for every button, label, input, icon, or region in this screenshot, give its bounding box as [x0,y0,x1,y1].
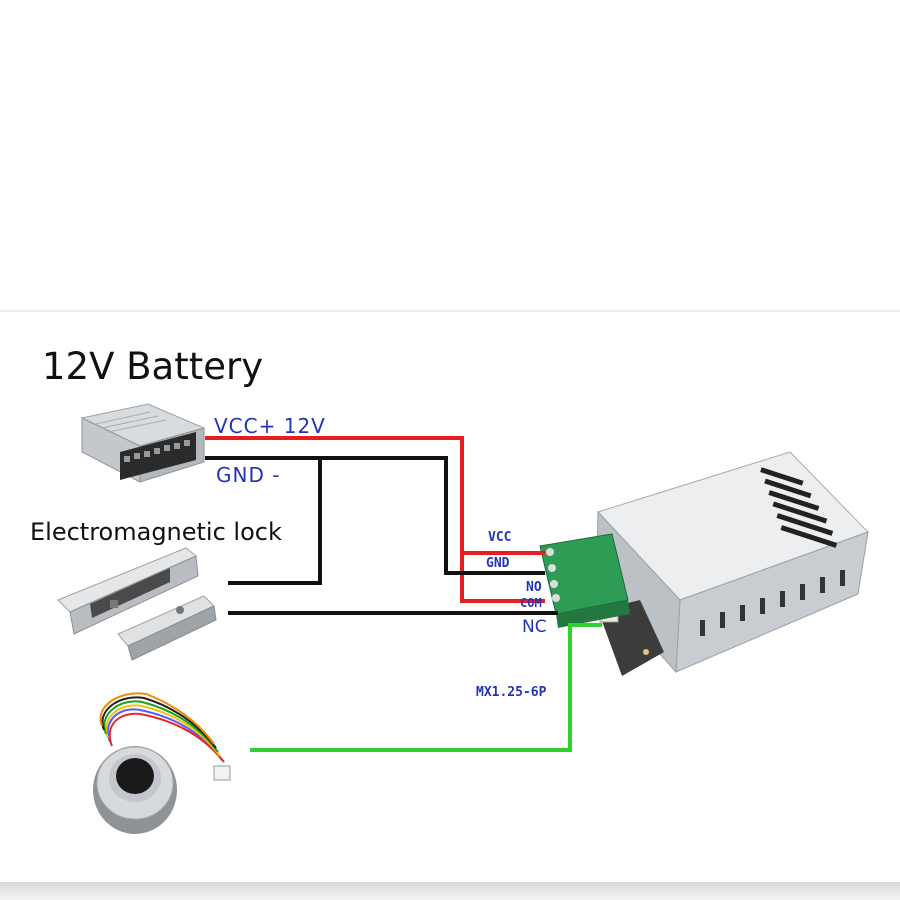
wire-signal [250,623,602,752]
wire-gnd-lock [228,458,322,585]
wire-vcc-to-no [460,553,545,603]
bottom-shadow-bar [0,882,900,900]
divider [0,310,900,312]
terminal-block [539,533,630,628]
connector-label: MX1.25-6P [476,685,547,700]
pin-nc-label: NC [522,617,547,637]
gnd-label: GND - [216,463,281,487]
pin-vcc-label: VCC [488,530,512,545]
page-title: 12V Battery [42,345,264,388]
fingerprint-sensor [93,692,231,834]
electromagnetic-lock [57,547,199,635]
controller-module [595,451,869,676]
pin-gnd-label: GND [486,556,510,571]
wire-vcc [205,436,545,555]
vcc-12v-label: VCC+ 12V [214,414,326,438]
pin-com-label: COM [520,596,542,610]
top-blank-area [0,0,900,310]
pin-no-label: NO [526,580,542,595]
wire-gnd [205,456,545,575]
wires [205,436,602,752]
power-supply [80,403,206,483]
lock-label: Electromagnetic lock [30,518,282,546]
lock-armature-plate [117,595,217,661]
